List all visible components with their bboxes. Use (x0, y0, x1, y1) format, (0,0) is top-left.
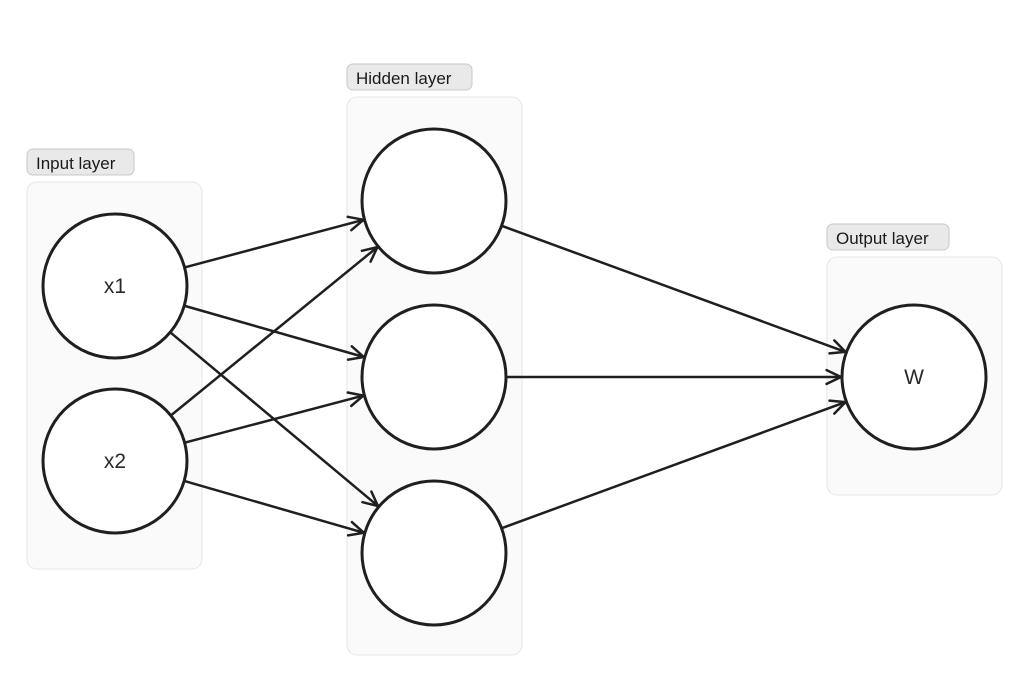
hidden-node-2 (360, 303, 508, 451)
input-layer-label: Input layer (36, 154, 116, 173)
hidden-layer-label: Hidden layer (356, 69, 452, 88)
input-node-x1 (41, 212, 189, 360)
hidden-node-3 (360, 479, 508, 627)
output-nodes: W (840, 303, 988, 451)
hidden-nodes (360, 127, 508, 627)
connection-edge (502, 224, 846, 354)
output-layer-label: Output layer (836, 229, 929, 248)
connection-edge (185, 218, 364, 269)
output-layer-tag (826, 223, 950, 251)
hidden-node-1 (360, 127, 508, 275)
connection-edge (185, 394, 364, 444)
input-node-x2 (41, 387, 189, 535)
hidden-layer-tag (346, 63, 473, 91)
connection-edge (170, 246, 379, 416)
input-node-x1-label: x1 (104, 275, 126, 298)
output-node-w (840, 303, 988, 451)
connection-edge (502, 400, 846, 530)
input-node-x2-label: x2 (104, 450, 126, 473)
input-layer-tag (26, 148, 135, 176)
input-nodes: x1 x2 (41, 212, 189, 535)
connection-edge (184, 479, 365, 535)
output-node-w-label: W (904, 366, 924, 389)
